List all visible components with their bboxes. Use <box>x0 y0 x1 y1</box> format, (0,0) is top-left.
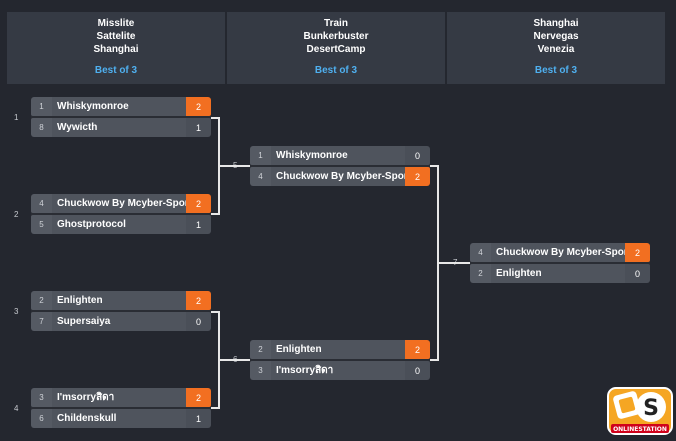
score: 2 <box>186 97 211 116</box>
round-3-format: Best of 3 <box>534 65 578 76</box>
team-name: Wywicth <box>52 118 186 137</box>
match-1-number: 1 <box>14 113 19 122</box>
match-4-team-b[interactable]: 6 Childenskull 1 <box>31 409 211 428</box>
round-3-map-2: Nervegas <box>533 31 579 42</box>
match-1[interactable]: 1 Whiskymonroe 2 8 Wywicth 1 <box>31 97 211 137</box>
score: 2 <box>625 243 650 262</box>
seed: 4 <box>31 194 52 213</box>
match-2-team-b[interactable]: 5 Ghostprotocol 1 <box>31 215 211 234</box>
team-name: Childenskull <box>52 409 186 428</box>
match-7[interactable]: 4 Chuckwow By Mcyber-Sport 2 2 Enlighten… <box>470 243 650 283</box>
score: 1 <box>186 215 211 234</box>
match-6-team-b[interactable]: 3 I'msorryสิดา 0 <box>250 361 430 380</box>
round-3-map-3: Venezia <box>537 44 575 55</box>
match-2-team-a[interactable]: 4 Chuckwow By Mcyber-Sport 2 <box>31 194 211 213</box>
team-name: Chuckwow By Mcyber-Sport <box>491 243 625 262</box>
connector-line <box>437 262 470 264</box>
round-2-header: Train Bunkerbuster DesertCamp Best of 3 <box>227 12 445 84</box>
team-name: I'msorryสิดา <box>271 361 405 380</box>
round-2-map-2: Bunkerbuster <box>303 31 369 42</box>
match-4-number: 4 <box>14 404 19 413</box>
seed: 3 <box>250 361 271 380</box>
connector-line <box>218 359 250 361</box>
seed: 1 <box>31 97 52 116</box>
score: 2 <box>186 194 211 213</box>
round-3-header: Shanghai Nervegas Venezia Best of 3 <box>447 12 665 84</box>
match-4-team-a[interactable]: 3 I'msorryสิดา 2 <box>31 388 211 407</box>
team-name: I'msorryสิดา <box>52 388 186 407</box>
score: 1 <box>186 409 211 428</box>
team-name: Chuckwow By Mcyber-Sport <box>271 167 405 186</box>
score: 2 <box>186 388 211 407</box>
score: 2 <box>405 167 430 186</box>
team-name: Chuckwow By Mcyber-Sport <box>52 194 186 213</box>
onlinestation-logo: S ONLINESTATION <box>607 384 673 436</box>
score: 1 <box>186 118 211 137</box>
match-5[interactable]: 1 Whiskymonroe 0 4 Chuckwow By Mcyber-Sp… <box>250 146 430 186</box>
match-2[interactable]: 4 Chuckwow By Mcyber-Sport 2 5 Ghostprot… <box>31 194 211 234</box>
connector-line <box>218 165 250 167</box>
match-1-team-a[interactable]: 1 Whiskymonroe 2 <box>31 97 211 116</box>
seed: 6 <box>31 409 52 428</box>
round-1-header: Misslite Sattelite Shanghai Best of 3 <box>7 12 225 84</box>
match-7-team-a[interactable]: 4 Chuckwow By Mcyber-Sport 2 <box>470 243 650 262</box>
rounds-header: Misslite Sattelite Shanghai Best of 3 Tr… <box>7 12 665 84</box>
score: 0 <box>625 264 650 283</box>
score: 0 <box>186 312 211 331</box>
seed: 8 <box>31 118 52 137</box>
seed: 2 <box>31 291 52 310</box>
match-3[interactable]: 2 Enlighten 2 7 Supersaiya 0 <box>31 291 211 331</box>
match-6[interactable]: 2 Enlighten 2 3 I'msorryสิดา 0 <box>250 340 430 380</box>
seed: 1 <box>250 146 271 165</box>
match-7-team-b[interactable]: 2 Enlighten 0 <box>470 264 650 283</box>
match-4[interactable]: 3 I'msorryสิดา 2 6 Childenskull 1 <box>31 388 211 428</box>
seed: 2 <box>470 264 491 283</box>
match-1-team-b[interactable]: 8 Wywicth 1 <box>31 118 211 137</box>
connector-line <box>430 165 439 167</box>
team-name: Supersaiya <box>52 312 186 331</box>
match-3-team-b[interactable]: 7 Supersaiya 0 <box>31 312 211 331</box>
team-name: Whiskymonroe <box>271 146 405 165</box>
score: 2 <box>186 291 211 310</box>
team-name: Ghostprotocol <box>52 215 186 234</box>
connector-line <box>430 359 439 361</box>
team-name: Enlighten <box>271 340 405 359</box>
match-5-team-a[interactable]: 1 Whiskymonroe 0 <box>250 146 430 165</box>
connector-line <box>211 407 220 409</box>
round-1-map-3: Shanghai <box>93 44 139 55</box>
round-2-format: Best of 3 <box>314 65 358 76</box>
seed: 4 <box>470 243 491 262</box>
seed: 2 <box>250 340 271 359</box>
round-3-map-1: Shanghai <box>533 18 579 29</box>
round-1-format: Best of 3 <box>94 65 138 76</box>
match-2-number: 2 <box>14 210 19 219</box>
seed: 5 <box>31 215 52 234</box>
score: 0 <box>405 361 430 380</box>
round-2-map-3: DesertCamp <box>306 44 366 55</box>
score: 2 <box>405 340 430 359</box>
round-1-map-2: Sattelite <box>96 31 136 42</box>
connector-line <box>211 117 220 119</box>
match-6-team-a[interactable]: 2 Enlighten 2 <box>250 340 430 359</box>
score: 0 <box>405 146 430 165</box>
connector-line <box>211 311 220 313</box>
logo-text: ONLINESTATION <box>613 426 667 433</box>
connector-line <box>211 213 220 215</box>
team-name: Enlighten <box>491 264 625 283</box>
logo-letter: S <box>643 396 659 421</box>
match-3-number: 3 <box>14 307 19 316</box>
seed: 3 <box>31 388 52 407</box>
team-name: Whiskymonroe <box>52 97 186 116</box>
match-5-team-b[interactable]: 4 Chuckwow By Mcyber-Sport 2 <box>250 167 430 186</box>
match-3-team-a[interactable]: 2 Enlighten 2 <box>31 291 211 310</box>
logo-icon: S ONLINESTATION <box>607 387 673 435</box>
seed: 7 <box>31 312 52 331</box>
seed: 4 <box>250 167 271 186</box>
round-1-map-1: Misslite <box>97 18 135 29</box>
team-name: Enlighten <box>52 291 186 310</box>
round-2-map-1: Train <box>324 18 348 29</box>
